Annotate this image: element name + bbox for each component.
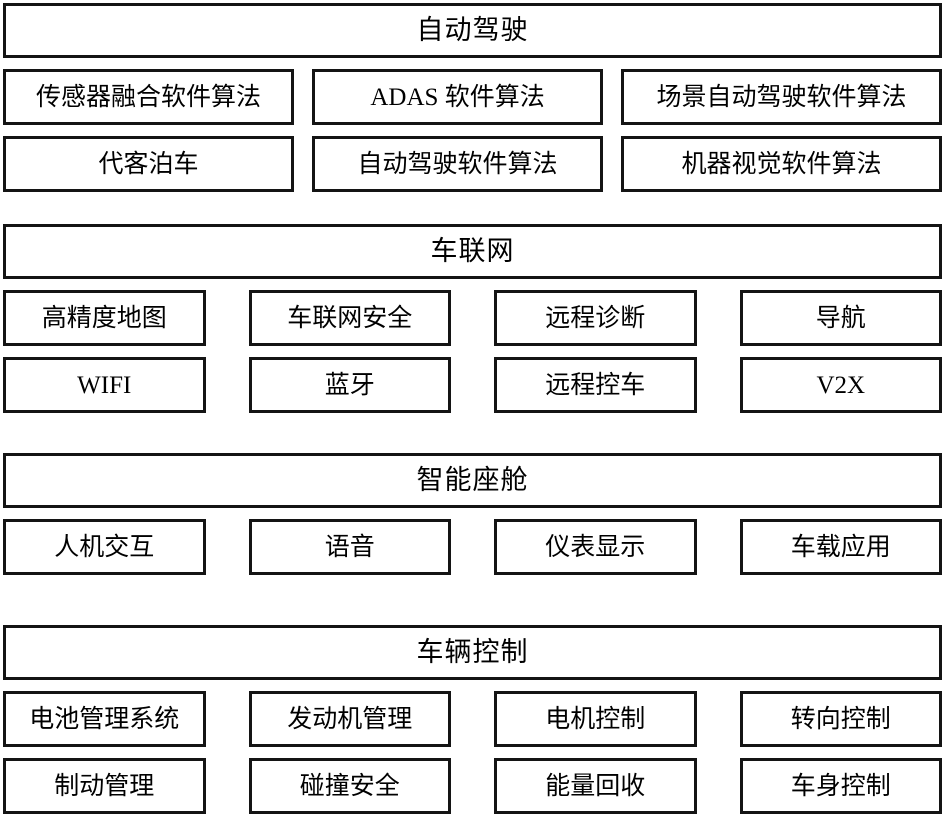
section-connected-vehicle: 车联网 高精度地图 车联网安全 远程诊断 导航 WIFI 蓝牙 远程控车 V2X (3, 224, 942, 413)
capability-cell[interactable]: 发动机管理 (248, 691, 451, 747)
capability-cell[interactable]: 电池管理系统 (3, 691, 206, 747)
section-autonomous-driving-row-2: 代客泊车 自动驾驶软件算法 机器视觉软件算法 (3, 136, 942, 192)
capability-cell[interactable]: 远程诊断 (494, 290, 697, 346)
section-autonomous-driving-row-1: 传感器融合软件算法 ADAS 软件算法 场景自动驾驶软件算法 (3, 69, 942, 125)
capability-cell[interactable]: 车身控制 (739, 758, 942, 814)
capability-cell[interactable]: 仪表显示 (494, 519, 697, 575)
section-header-autonomous-driving: 自动驾驶 (3, 3, 942, 58)
capability-cell[interactable]: 电机控制 (494, 691, 697, 747)
capability-cell[interactable]: 制动管理 (3, 758, 206, 814)
capability-cell[interactable]: 导航 (739, 290, 942, 346)
section-header-smart-cockpit: 智能座舱 (3, 453, 942, 508)
capability-cell[interactable]: 人机交互 (3, 519, 206, 575)
section-vehicle-control-row-1: 电池管理系统 发动机管理 电机控制 转向控制 (3, 691, 942, 747)
capability-cell[interactable]: 车载应用 (739, 519, 942, 575)
capability-cell[interactable]: ADAS 软件算法 (312, 69, 604, 125)
capability-cell[interactable]: 能量回收 (494, 758, 697, 814)
section-header-vehicle-control: 车辆控制 (3, 625, 942, 680)
capability-cell[interactable]: 高精度地图 (3, 290, 206, 346)
capability-cell[interactable]: 机器视觉软件算法 (621, 136, 942, 192)
capability-cell[interactable]: 代客泊车 (3, 136, 295, 192)
capability-cell[interactable]: 语音 (248, 519, 451, 575)
section-smart-cockpit-row-1: 人机交互 语音 仪表显示 车载应用 (3, 519, 942, 575)
capability-cell[interactable]: V2X (739, 357, 942, 413)
capability-cell[interactable]: 碰撞安全 (248, 758, 451, 814)
capability-cell[interactable]: 传感器融合软件算法 (3, 69, 295, 125)
capability-cell[interactable]: 车联网安全 (248, 290, 451, 346)
section-connected-vehicle-row-1: 高精度地图 车联网安全 远程诊断 导航 (3, 290, 942, 346)
capability-cell[interactable]: 自动驾驶软件算法 (312, 136, 604, 192)
section-smart-cockpit: 智能座舱 人机交互 语音 仪表显示 车载应用 (3, 453, 942, 575)
section-autonomous-driving: 自动驾驶 传感器融合软件算法 ADAS 软件算法 场景自动驾驶软件算法 代客泊车… (3, 3, 942, 192)
section-connected-vehicle-row-2: WIFI 蓝牙 远程控车 V2X (3, 357, 942, 413)
capability-cell[interactable]: 场景自动驾驶软件算法 (621, 69, 942, 125)
section-vehicle-control: 车辆控制 电池管理系统 发动机管理 电机控制 转向控制 制动管理 碰撞安全 能量… (3, 625, 942, 814)
section-header-connected-vehicle: 车联网 (3, 224, 942, 279)
capability-cell[interactable]: 转向控制 (739, 691, 942, 747)
capability-cell[interactable]: 远程控车 (494, 357, 697, 413)
section-vehicle-control-row-2: 制动管理 碰撞安全 能量回收 车身控制 (3, 758, 942, 814)
capability-cell[interactable]: WIFI (3, 357, 206, 413)
capability-cell[interactable]: 蓝牙 (248, 357, 451, 413)
